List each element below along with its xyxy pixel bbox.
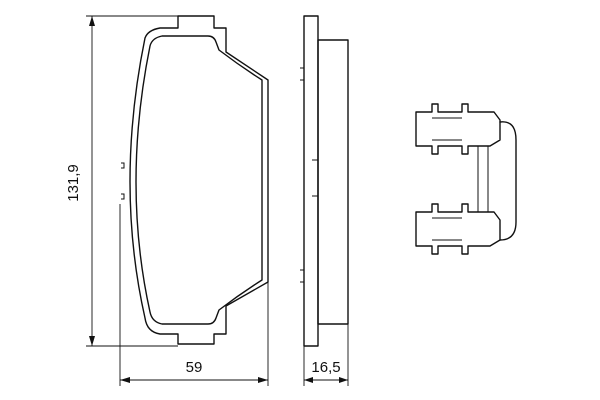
side-friction-block bbox=[317, 39, 349, 325]
side-backing-plate bbox=[303, 15, 319, 347]
dimension-thickness: 16,5 bbox=[303, 324, 349, 386]
height-dimension-label: 131,9 bbox=[65, 164, 82, 202]
thickness-dimension-label: 16,5 bbox=[311, 359, 340, 376]
width-arrow-right bbox=[258, 377, 268, 383]
width-arrow-left bbox=[120, 377, 130, 383]
clip-spring-wire bbox=[499, 121, 517, 241]
clip-lower-body bbox=[415, 203, 501, 255]
height-arrow-bottom bbox=[89, 336, 95, 346]
thickness-arrow-right bbox=[339, 377, 348, 383]
thickness-arrow-left bbox=[304, 377, 313, 383]
dimension-width: 59 bbox=[119, 204, 269, 386]
clip-spring-wire-inner bbox=[477, 146, 489, 212]
wear-indicator-upper bbox=[121, 162, 125, 169]
pad-side-view bbox=[300, 15, 349, 347]
pad-front-view bbox=[121, 15, 269, 345]
clip-upper-body bbox=[415, 103, 501, 155]
retaining-clip bbox=[415, 103, 517, 255]
wear-indicator-lower bbox=[121, 193, 125, 200]
height-arrow-top bbox=[89, 16, 95, 26]
width-dimension-label: 59 bbox=[186, 359, 203, 376]
dimension-height: 131,9 bbox=[65, 15, 178, 347]
backing-plate-outline bbox=[129, 15, 269, 345]
friction-material-outline bbox=[135, 35, 263, 325]
